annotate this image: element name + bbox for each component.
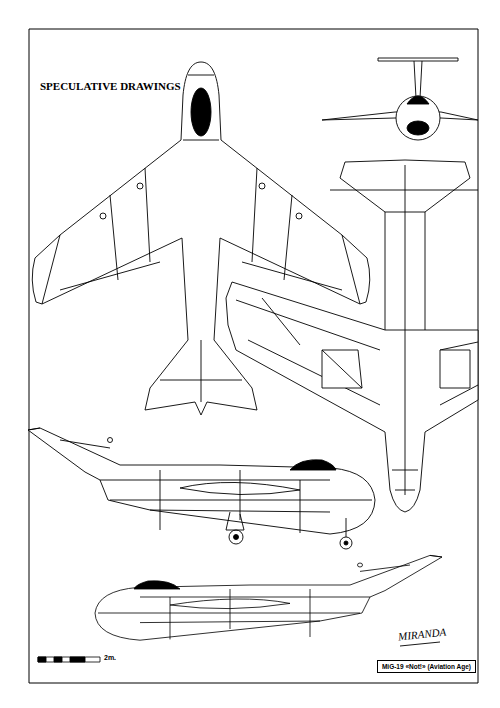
drawing-title: SPECULATIVE DRAWINGS xyxy=(40,80,181,92)
scale-label: 2m. xyxy=(104,654,116,661)
signature: MIRANDA xyxy=(398,626,447,643)
caption-box: MiG-19 «Not!» (Aviation Age) xyxy=(377,660,476,673)
